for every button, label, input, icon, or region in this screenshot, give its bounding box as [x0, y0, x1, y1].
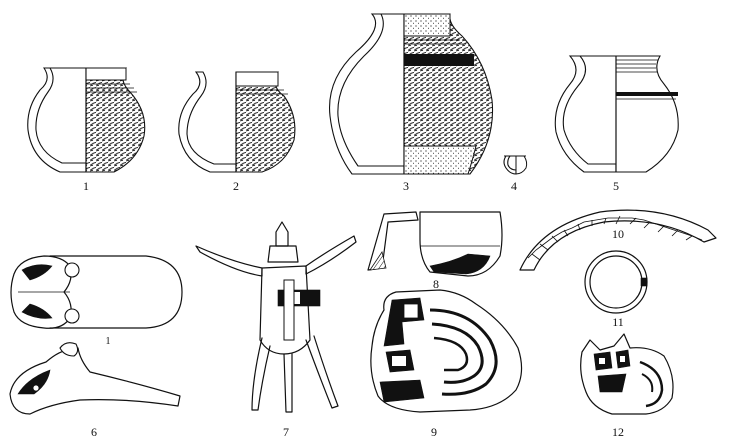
artifact-6-zoomorphic-handle — [9, 255, 183, 415]
artifact-7-tripod-vessel — [195, 221, 357, 413]
label-10: 10 — [612, 227, 624, 241]
label-9: 9 — [431, 425, 437, 439]
label-2: 2 — [233, 179, 239, 193]
label-7: 7 — [283, 425, 289, 439]
scale-mark: 1 — [106, 336, 111, 347]
label-11: 11 — [612, 315, 624, 329]
artifact-1-jar — [27, 67, 146, 173]
label-8: 8 — [433, 277, 439, 291]
artifact-8-rim-sherd — [367, 211, 503, 277]
artifact-10-rim-fragment — [519, 209, 717, 271]
artifact-9-decorated-sherd — [370, 289, 523, 413]
label-3: 3 — [403, 179, 409, 193]
artifact-11-ring — [584, 250, 648, 314]
label-4: 4 — [511, 179, 517, 193]
label-6: 6 — [91, 425, 97, 439]
artifact-5-shouldered-jar — [554, 55, 679, 173]
artifact-12-animal-head-fragment — [580, 333, 674, 415]
label-1: 1 — [83, 179, 89, 193]
label-5: 5 — [613, 179, 619, 193]
label-12: 12 — [612, 425, 624, 439]
artifact-3-large-jar — [328, 13, 494, 175]
artifact-2-jar — [178, 71, 296, 173]
figure-labels: 1 2 3 4 5 6 7 8 9 10 11 12 1 — [83, 179, 624, 439]
artifact-4-miniature-pot — [503, 155, 528, 175]
